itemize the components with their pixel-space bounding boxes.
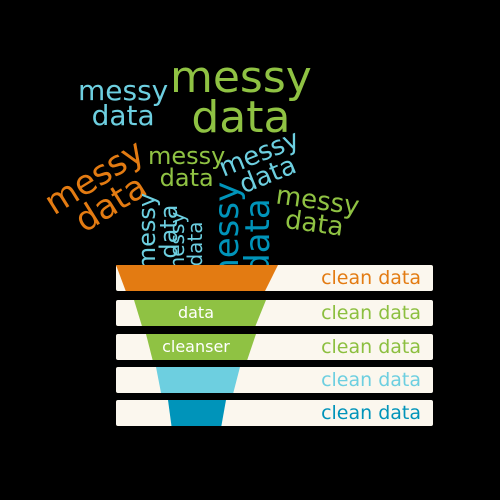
data-word: data xyxy=(283,205,346,244)
messy-data-word-green-right: messy data xyxy=(271,180,361,244)
messy-data-word-green-small: messy data xyxy=(148,142,226,192)
clean-data-label: clean data xyxy=(321,302,421,324)
clean-data-label: clean data xyxy=(321,267,421,289)
messy-word: messy xyxy=(148,142,226,170)
funnel-band-green xyxy=(146,334,256,360)
funnel-band-light-blue xyxy=(156,367,240,393)
funnel-band-green xyxy=(134,300,266,326)
messy-data-word-green-large: messy data xyxy=(170,52,312,143)
funnel-row-5: clean data xyxy=(116,400,433,426)
messy-word: messy xyxy=(78,74,169,107)
funnel-row-4: clean data xyxy=(116,367,433,393)
funnel-row-2: data clean data xyxy=(116,300,433,326)
data-word: data xyxy=(191,91,291,143)
messy-data-word-light-blue-top: messy data xyxy=(78,74,169,133)
data-word: data xyxy=(159,163,214,192)
funnel-row-3: cleanser clean data xyxy=(116,334,433,360)
funnel-band-label-cleanser: cleanser xyxy=(162,337,230,356)
funnel-band-orange xyxy=(116,265,278,291)
messy-word: messy xyxy=(170,52,312,103)
clean-data-label: clean data xyxy=(321,336,421,358)
data-word: data xyxy=(91,99,155,133)
funnel-row-1: clean data xyxy=(116,265,433,291)
clean-data-label: clean data xyxy=(321,369,421,391)
funnel-band-teal xyxy=(168,400,226,426)
funnel-band-label-data: data xyxy=(177,303,215,322)
clean-data-label: clean data xyxy=(321,402,421,424)
